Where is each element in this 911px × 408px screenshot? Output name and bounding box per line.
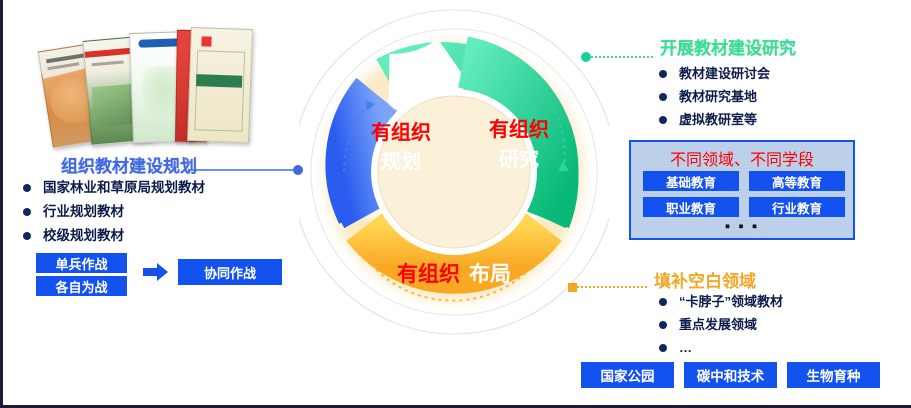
- three-segment-donut-diagram: 有组织 规划 有组织 研究 有组织 布局: [299, 9, 609, 335]
- right-top-bullet-list: 教材建设研讨会 教材研究基地 虚拟教研室等: [653, 62, 770, 131]
- left-bullet-list: 国家林业和草原局规划教材 行业规划教材 校级规划教材: [17, 176, 205, 248]
- panel-button-zhiye-jiaoyu[interactable]: 职业教育: [643, 197, 739, 217]
- list-item: 行业规划教材: [17, 200, 205, 224]
- list-item: 教材建设研讨会: [653, 62, 770, 85]
- list-item: 虚拟教研室等: [653, 108, 770, 131]
- segment-plan-label-top: 有组织: [371, 120, 431, 144]
- list-item: …: [653, 336, 783, 359]
- list-item: “卡脖子”领域教材: [653, 290, 783, 313]
- panel-button-gaodeng-jiaoyu[interactable]: 高等教育: [749, 171, 845, 191]
- panel-button-jichu-jiaoyu[interactable]: 基础教育: [643, 171, 739, 191]
- segment-plan-label-bottom: 规划: [381, 150, 421, 173]
- bottom-button-guojia-gongyuan[interactable]: 国家公园: [581, 362, 674, 388]
- box-danbing-zuozhan[interactable]: 单兵作战: [36, 253, 127, 273]
- segment-research-label-top: 有组织: [489, 117, 549, 141]
- arrow-right-icon: [143, 263, 168, 281]
- right-top-heading: 开展教材建设研究: [660, 39, 796, 58]
- right-bottom-bullet-list: “卡脖子”领域教材 重点发展领域 …: [653, 290, 783, 359]
- box-xietong-zuozhan[interactable]: 协同作战: [178, 259, 282, 285]
- segment-layout-label-white: 布局: [469, 262, 511, 286]
- bottom-button-tanzhonghe-jishu[interactable]: 碳中和技术: [684, 362, 777, 388]
- box-gezi-weizhan[interactable]: 各自为战: [36, 276, 127, 296]
- bottom-button-shengwu-yuzhong[interactable]: 生物育种: [787, 362, 880, 388]
- panel-more-dots: ▪ ▪ ▪: [724, 218, 760, 235]
- list-item: 国家林业和草原局规划教材: [17, 176, 205, 200]
- right-bottom-heading: 填补空白领域: [654, 272, 756, 291]
- textbook-collage-image: [37, 24, 253, 149]
- domains-panel: 不同领域、不同学段 基础教育 高等教育 职业教育 行业教育 ▪ ▪ ▪: [629, 140, 855, 240]
- segment-research-label-bottom: 研究: [499, 147, 539, 171]
- left-heading: 组织教材建设规划: [61, 157, 197, 176]
- panel-title: 不同领域、不同学段: [669, 152, 814, 169]
- list-item: 教材研究基地: [653, 85, 770, 108]
- segment-layout-label-red: 有组织: [397, 262, 460, 286]
- list-item: 校级规划教材: [17, 224, 205, 248]
- book-cover-4: [187, 26, 253, 144]
- panel-button-hangye-jiaoyu[interactable]: 行业教育: [749, 197, 845, 217]
- list-item: 重点发展领域: [653, 313, 783, 336]
